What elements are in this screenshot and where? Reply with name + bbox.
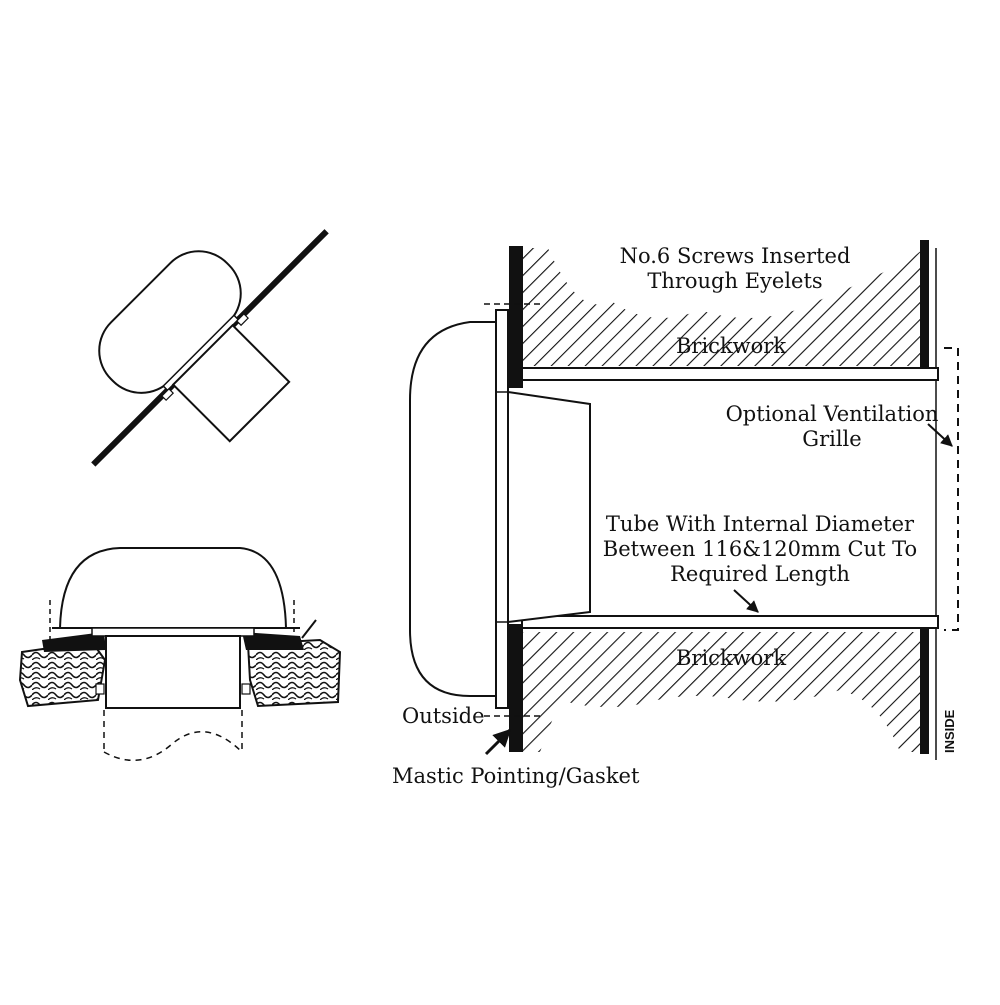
- mastic-label: Mastic Pointing/Gasket: [392, 764, 640, 788]
- grille-label: Optional Ventilation Grille: [725, 402, 939, 451]
- flat-install-view: [18, 547, 342, 762]
- outside-label: Outside: [402, 704, 485, 728]
- inside-label: INSIDE: [942, 709, 957, 753]
- screws-label: No.6 Screws Inserted Through Eyelets: [619, 244, 851, 293]
- brickwork-bottom-label: Brickwork: [676, 646, 787, 670]
- wall-section-view: [409, 240, 959, 760]
- tube-label: Tube With Internal Diameter Between 116&…: [602, 512, 918, 586]
- angled-view: [91, 229, 329, 467]
- brickwork-top-label: Brickwork: [676, 334, 787, 358]
